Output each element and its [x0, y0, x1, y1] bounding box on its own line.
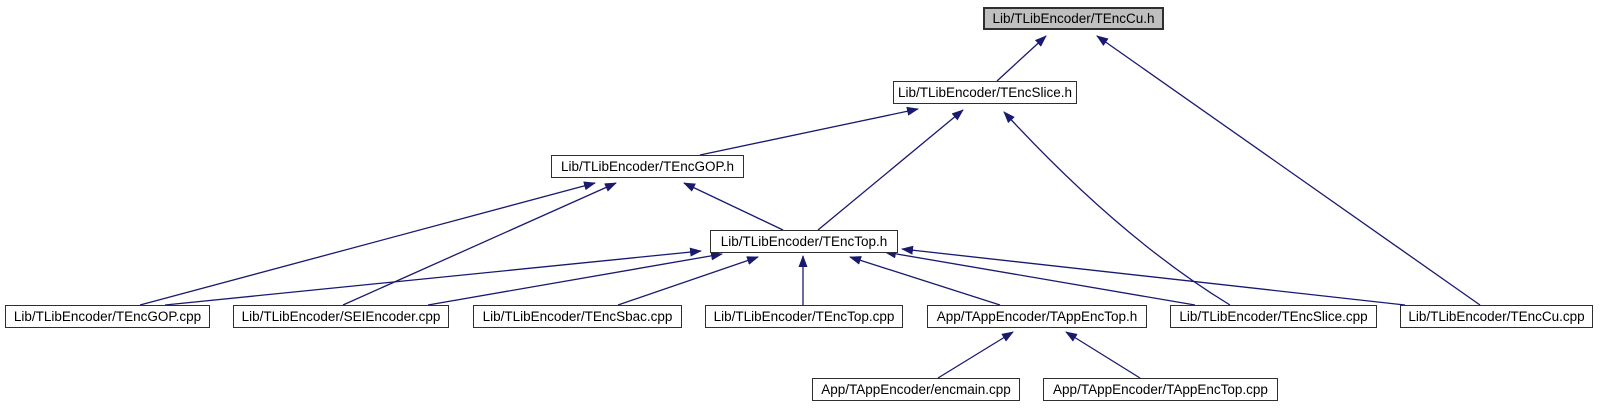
edge-tencsbac_cpp-to-tenctop_h	[617, 256, 759, 306]
node-tencslice_cpp[interactable]: Lib/TLibEncoder/TEncSlice.cpp	[1170, 305, 1377, 328]
node-tenccu_cpp[interactable]: Lib/TLibEncoder/TEncCu.cpp	[1400, 305, 1593, 328]
node-tappenctop_h[interactable]: App/TAppEncoder/TAppEncTop.h	[927, 305, 1147, 328]
edge-tencslice_h-to-tenccu_h	[996, 35, 1047, 82]
node-tenctop_h[interactable]: Lib/TLibEncoder/TEncTop.h	[710, 230, 898, 253]
edge-encmain_cpp-to-tappenctop_h	[937, 331, 1014, 379]
node-seiencoder_cpp[interactable]: Lib/TLibEncoder/SEIEncoder.cpp	[233, 305, 449, 328]
edge-tencgop_h-to-tencslice_h	[699, 106, 919, 156]
node-tappenctop_cpp[interactable]: App/TAppEncoder/TAppEncTop.cpp	[1043, 378, 1278, 401]
edge-tencslice_cpp-to-tenctop_h	[884, 249, 1196, 306]
edge-tenccu_cpp-to-tenccu_h	[1096, 35, 1481, 306]
edge-seiencoder_cpp-to-tenctop_h	[427, 251, 723, 306]
node-tenctop_cpp[interactable]: Lib/TLibEncoder/TEncTop.cpp	[705, 305, 903, 328]
node-tencsbac_cpp[interactable]: Lib/TLibEncoder/TEncSbac.cpp	[473, 305, 682, 328]
edge-tencgop_cpp-to-tencgop_h	[139, 181, 596, 306]
edge-tenccu_cpp-to-tenctop_h	[901, 245, 1406, 306]
edge-tencgop_cpp-to-tenctop_h	[164, 247, 702, 306]
node-encmain_cpp[interactable]: App/TAppEncoder/encmain.cpp	[812, 378, 1020, 401]
edge-tappenctop_cpp-to-tappenctop_h	[1065, 331, 1141, 379]
edge-tenctop_h-to-tencslice_h	[817, 109, 964, 231]
node-tenccu_h[interactable]: Lib/TLibEncoder/TEncCu.h	[983, 7, 1164, 30]
edge-seiencoder_cpp-to-tencgop_h	[342, 182, 617, 306]
edge-tappenctop_h-to-tenctop_h	[849, 256, 1001, 306]
edge-tenctop_h-to-tencgop_h	[683, 182, 784, 231]
edge-tencslice_cpp-to-tencslice_h	[1003, 111, 1231, 306]
node-tencgop_cpp[interactable]: Lib/TLibEncoder/TEncGOP.cpp	[5, 305, 210, 328]
node-tencslice_h[interactable]: Lib/TLibEncoder/TEncSlice.h	[893, 81, 1077, 104]
node-tencgop_h[interactable]: Lib/TLibEncoder/TEncGOP.h	[551, 155, 744, 178]
